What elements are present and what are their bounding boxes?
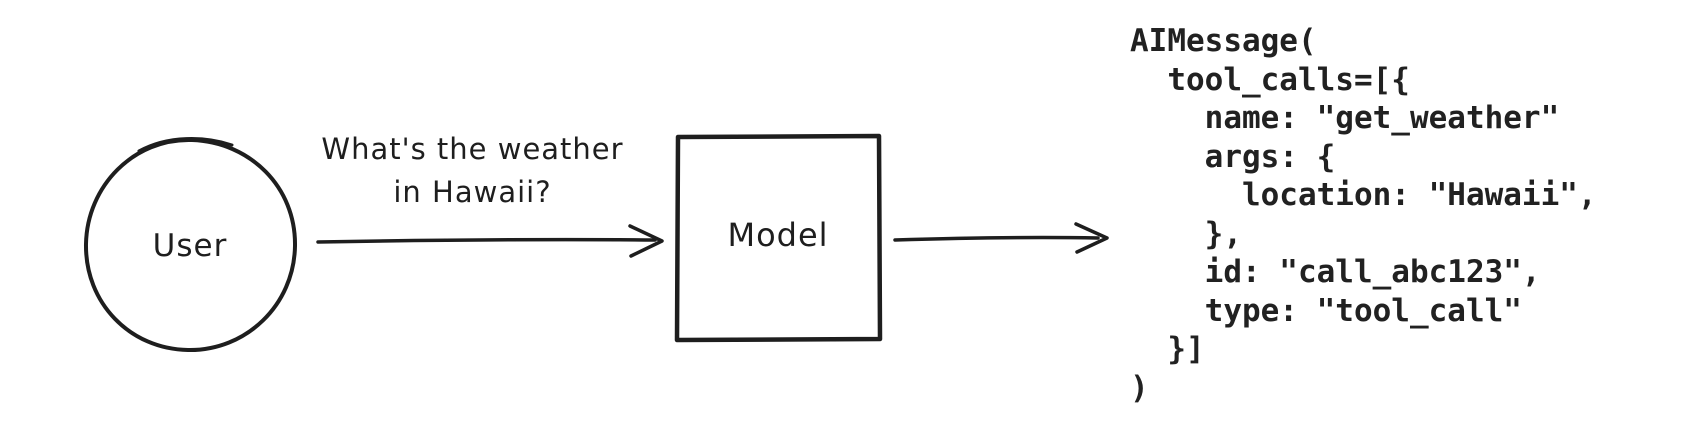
code-line: ) bbox=[1130, 369, 1149, 406]
model-node-label: Model bbox=[727, 216, 829, 254]
code-line: }] bbox=[1130, 331, 1205, 367]
ai-message-code-block: AIMessage( tool_calls=[{ name: "get_weat… bbox=[1130, 22, 1597, 407]
code-line: tool_calls=[{ bbox=[1130, 61, 1410, 98]
user-node-label: User bbox=[152, 228, 228, 264]
arrow-user-to-model bbox=[316, 224, 664, 258]
code-line: name: "get_weather" bbox=[1130, 100, 1560, 136]
code-line: AIMessage( bbox=[1130, 23, 1317, 59]
arrow-model-to-output bbox=[893, 222, 1109, 254]
user-circle bbox=[83, 137, 298, 353]
model-box bbox=[674, 133, 883, 343]
code-line: location: "Hawaii", bbox=[1130, 177, 1597, 213]
code-line: id: "call_abc123", bbox=[1130, 254, 1541, 290]
code-line: }, bbox=[1130, 215, 1242, 252]
user-message-text: What's the weather in Hawaii? bbox=[321, 132, 624, 209]
code-line: type: "tool_call" bbox=[1130, 292, 1522, 329]
code-line: args: { bbox=[1130, 138, 1336, 175]
